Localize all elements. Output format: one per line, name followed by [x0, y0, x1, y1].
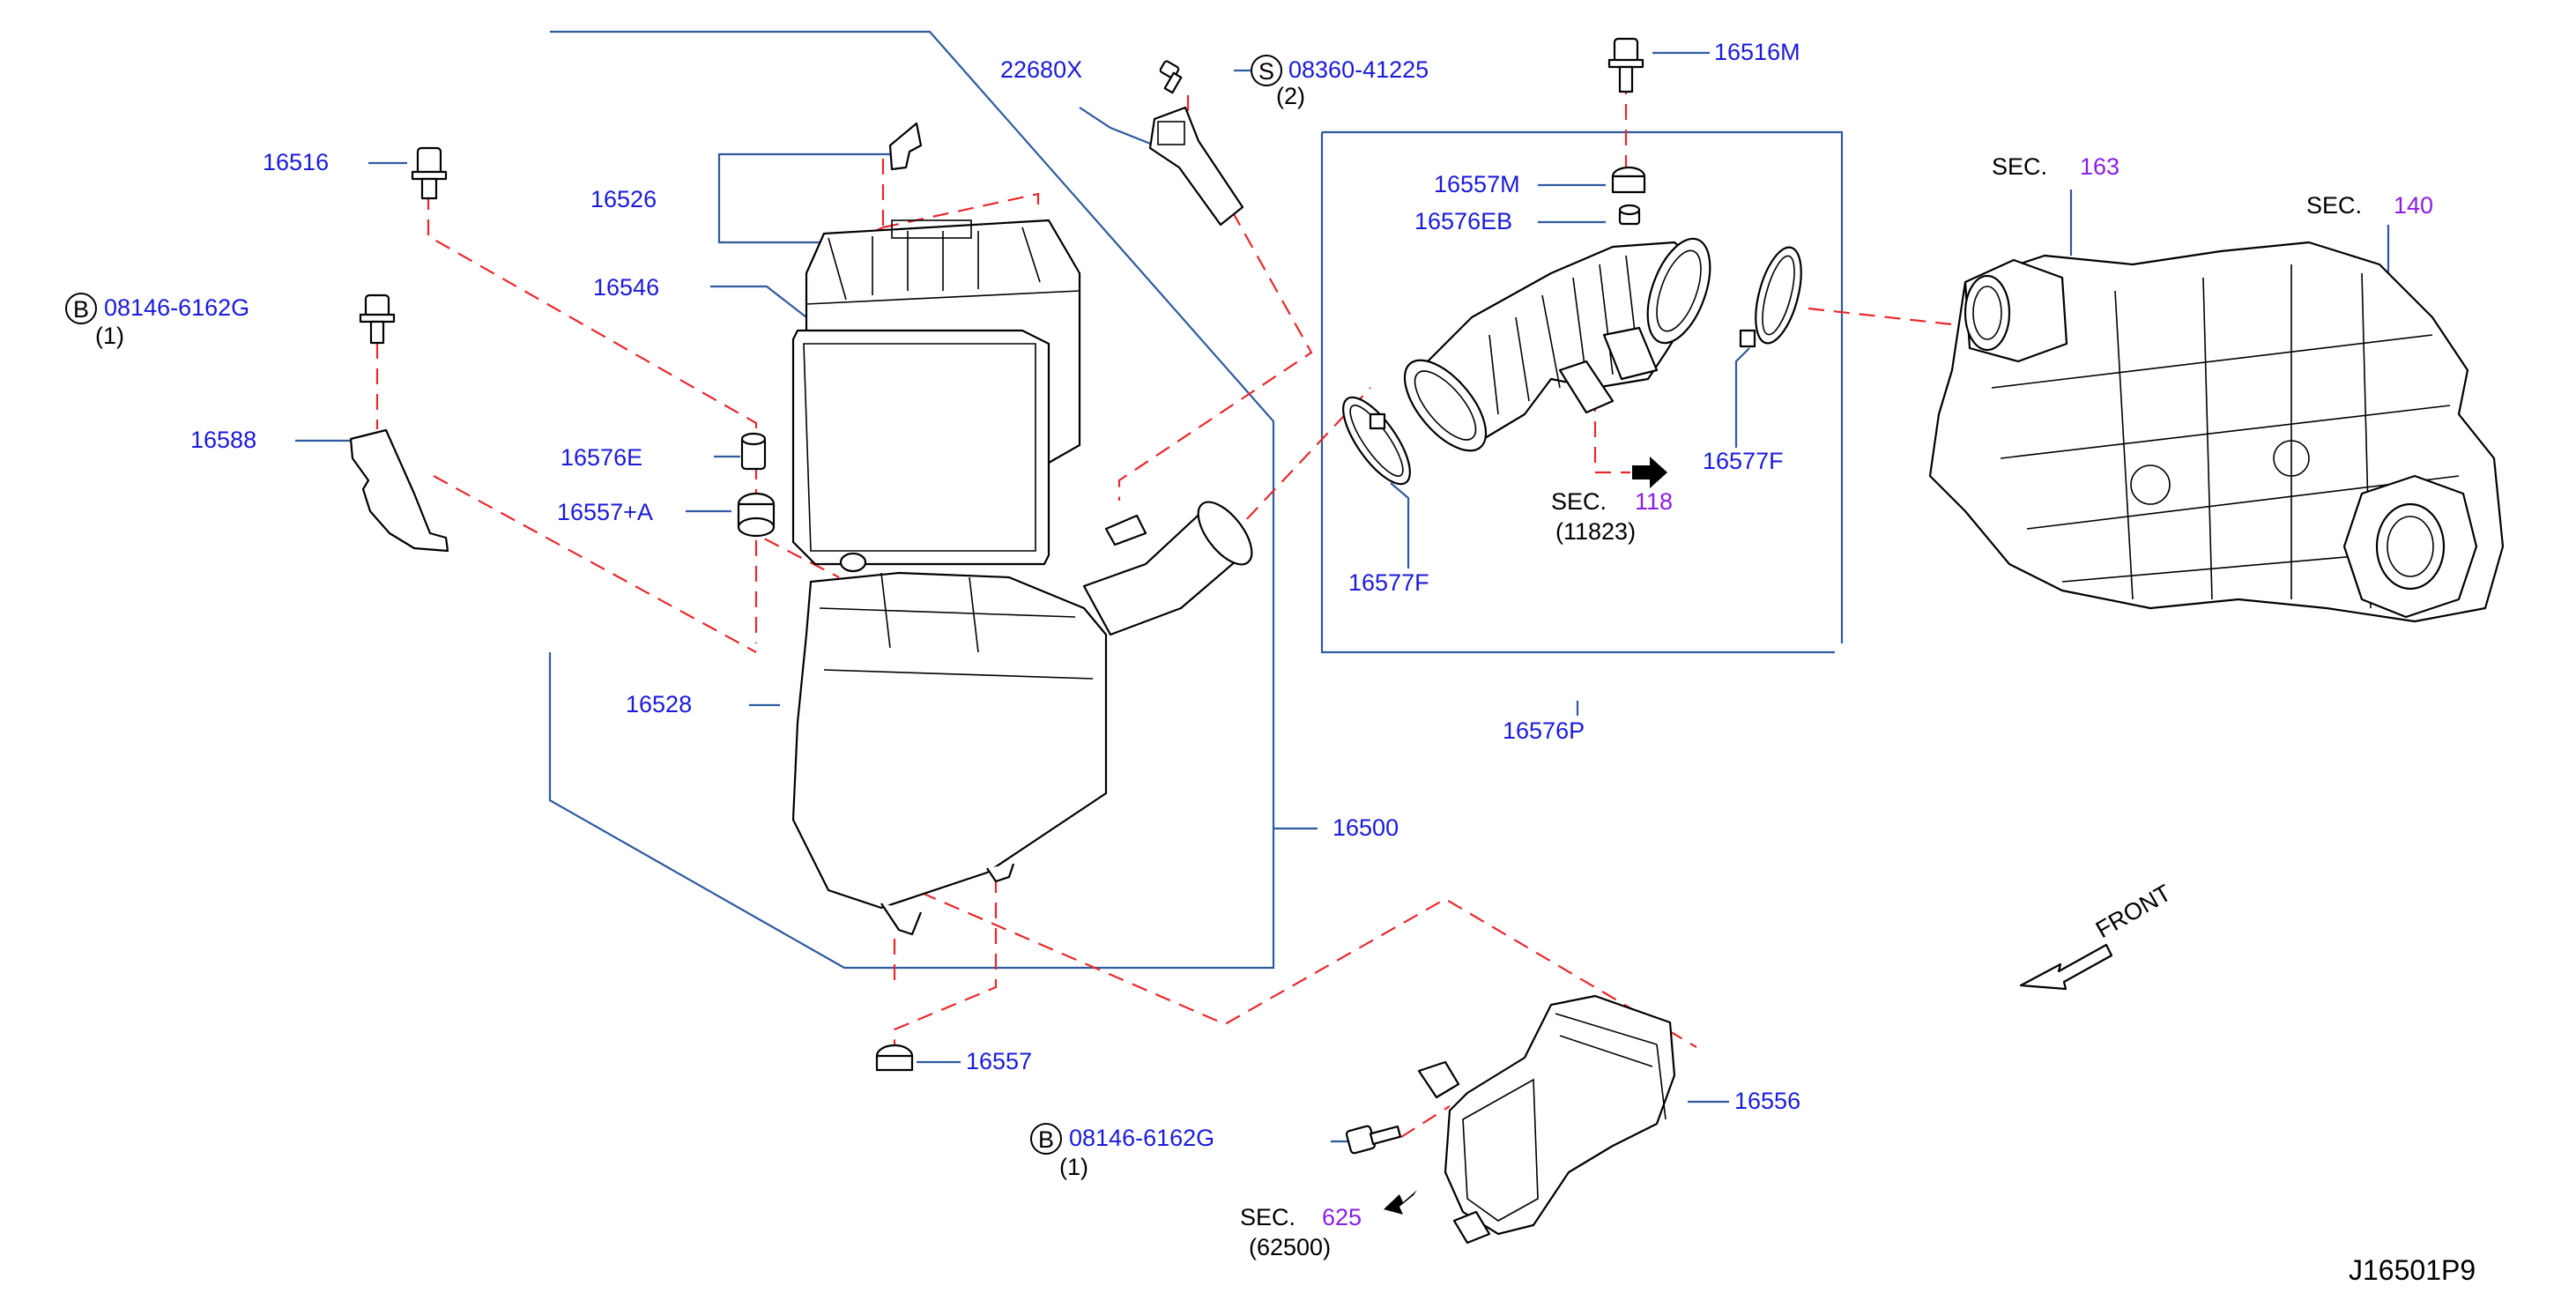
symbol-b-upper: B	[65, 293, 97, 324]
grommet-16576EB	[1618, 204, 1641, 226]
mass-air-flow-sensor-22680X	[1148, 106, 1244, 227]
qty-08146-upper: (1)	[95, 323, 124, 349]
air-duct-assembly-frame	[1320, 130, 1844, 654]
air-intake-duct-16556	[1417, 994, 1676, 1245]
sec-163-prefix: SEC.	[1992, 153, 2047, 180]
label-16557A: 16557+A	[557, 499, 653, 525]
screw-08360	[1159, 60, 1183, 94]
sec-118-prefix: SEC.	[1551, 488, 1607, 515]
label-16516M: 16516M	[1714, 39, 1800, 65]
label-22680X: 22680X	[1000, 56, 1082, 83]
label-16546: 16546	[593, 274, 659, 301]
front-label: FRONT	[2091, 880, 2176, 943]
label-16557: 16557	[966, 1048, 1032, 1074]
front-arrow-icon	[2019, 943, 2113, 991]
label-16577F-left: 16577F	[1348, 569, 1429, 596]
label-16576EB: 16576EB	[1414, 208, 1512, 234]
air-cleaner-lower-body-16528	[791, 552, 1108, 936]
sec-140-prefix: SEC.	[2306, 192, 2362, 219]
sec-163-number: 163	[2080, 153, 2119, 180]
sec-118-arrow-icon	[1632, 457, 1667, 488]
symbol-b-lower: B	[1030, 1123, 1062, 1155]
air-cleaner-assembly-frame	[548, 30, 1275, 970]
svg-text:B: B	[73, 296, 89, 323]
clamp-16577F-left	[1342, 396, 1411, 486]
diagram-id: J16501P9	[2349, 1254, 2476, 1286]
clip-16526	[888, 122, 923, 171]
intake-manifold	[1928, 241, 2505, 623]
grommet-16576E	[740, 432, 767, 471]
sec-625-number: 625	[1322, 1204, 1362, 1230]
label-08360: 08360-41225	[1288, 56, 1429, 83]
label-16516: 16516	[263, 149, 329, 175]
label-16557M: 16557M	[1434, 171, 1520, 197]
grommet-16557	[875, 1044, 914, 1072]
air-cleaner-outlet-duct	[1082, 501, 1253, 636]
bolt-16516M	[1607, 37, 1644, 93]
sec-118-sub: (11823)	[1555, 518, 1636, 545]
qty-08360: (2)	[1276, 83, 1305, 109]
air-filter-element-16546	[791, 329, 1050, 566]
label-16528: 16528	[626, 691, 692, 717]
bolt-08146-upper	[359, 294, 396, 345]
label-16576E: 16576E	[560, 444, 642, 471]
symbol-s: S	[1251, 55, 1282, 86]
sec-625-arrow-icon	[1384, 1190, 1417, 1215]
label-16526: 16526	[590, 186, 657, 212]
bolt-16516	[411, 146, 448, 200]
air-duct-bellows	[1403, 237, 1711, 452]
label-16556: 16556	[1734, 1088, 1800, 1114]
sec-625-sub: (62500)	[1249, 1234, 1331, 1260]
clamp-16577F-right	[1739, 246, 1802, 348]
grommet-16557A	[737, 492, 776, 538]
qty-08146-lower: (1)	[1059, 1154, 1088, 1180]
sec-118-number: 118	[1635, 488, 1673, 515]
label-08146-upper: 08146-6162G	[104, 294, 249, 321]
label-16577F-right: 16577F	[1703, 448, 1784, 474]
svg-text:B: B	[1038, 1126, 1054, 1153]
leader-lines	[295, 51, 2390, 1143]
bracket-16588	[349, 428, 449, 553]
sec-625-prefix: SEC.	[1240, 1204, 1295, 1230]
label-08146-lower: 08146-6162G	[1069, 1125, 1214, 1151]
bolt-08146-lower	[1345, 1125, 1402, 1155]
label-16576P: 16576P	[1503, 717, 1585, 744]
label-16588: 16588	[190, 427, 256, 453]
grommet-16557M	[1611, 166, 1646, 194]
label-16500: 16500	[1333, 814, 1399, 841]
sec-140-number: 140	[2394, 192, 2433, 219]
svg-text:S: S	[1258, 58, 1274, 85]
